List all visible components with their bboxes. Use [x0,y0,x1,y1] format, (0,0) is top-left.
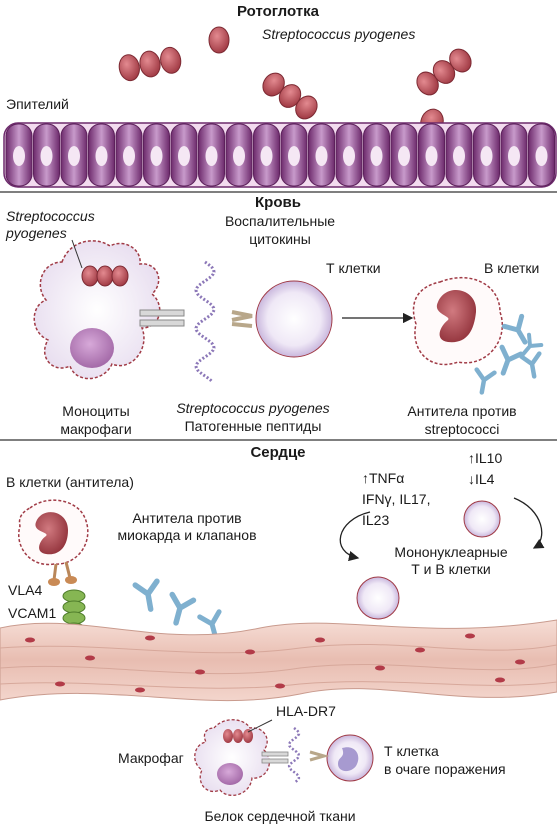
antibody [519,351,542,379]
antibody [501,313,528,345]
t-cell-lesion-label-1: Т клетка [384,743,439,759]
muscle-nucleus [315,637,325,643]
mononuclear-label-1: Мононуклеарные [394,544,508,560]
cytokine-ifn-label: IFNγ, IL17, [362,491,431,507]
hla-label: HLA-DR7 [276,703,336,719]
cytokines-label-2: цитокины [249,231,311,247]
antibodies-myocardium-label-1: Антитела против [132,510,242,526]
bacteria-group-top [118,26,472,136]
muscle-nucleus [135,687,145,693]
muscle-nucleus [515,659,525,665]
il4-label: ↓IL4 [468,471,495,487]
cytokine-cycle [339,497,545,562]
section-title-oropharynx: Ротоглотка [237,3,319,20]
muscle-nucleus [245,649,255,655]
t-cell-lesion-label-2: в очаге поражения [384,761,506,777]
muscle-nucleus [85,655,95,661]
antibody [520,332,544,357]
antibody [169,591,197,626]
peptides-label-2: Патогенные пептиды [184,418,322,434]
epithelium-cells [3,122,557,188]
section-title-blood: Кровь [255,194,301,211]
antibody [132,578,160,612]
cytokine-il23-label: IL23 [362,512,390,528]
bacteria-label-blood-2: pyogenes [6,225,67,241]
muscle-nucleus [145,635,155,641]
b-cell-heart [18,499,89,586]
antibodies-streptococci-label-2: streptococci [424,421,500,437]
vla4-label: VLA4 [8,582,43,598]
antibody [197,609,222,641]
monocytes-label-1: Моноциты [62,403,130,419]
vcam1-label: VCAM1 [8,605,57,621]
b-cells-antibodies-label: В клетки (антитела) [6,474,134,490]
pathogenic-peptide [194,260,216,384]
cardiac-protein-label: Белок сердечной ткани [204,808,356,824]
muscle-nucleus [465,633,475,639]
muscle-nucleus [415,647,425,653]
b-cells-label: В клетки [484,260,540,276]
bacteria-label-top: Streptococcus pyogenes [262,26,416,42]
il10-label: ↑IL10 [468,450,503,466]
monocytes-label-2: макрофаги [60,421,132,437]
antibody [474,367,497,395]
antibodies-blood [474,313,544,395]
mononuclear-cell [356,576,400,620]
bacteria-label-blood-1: Streptococcus [6,208,95,224]
monocyte-macrophage [33,240,185,380]
bacteria-pointer-line [71,239,83,269]
mononuclear-label-2: Т и В клетки [411,561,491,577]
cytokines-label-1: Воспалительные [224,213,336,229]
muscle-nucleus [275,683,285,689]
antibodies-streptococci-label-1: Антитела против [407,403,517,419]
antibodies-myocardium-label-2: миокарда и клапанов [117,527,257,543]
section-title-heart: Сердце [250,444,306,461]
muscle-nucleus [25,637,35,643]
b-cell-blood [412,277,503,366]
muscle-nucleus [375,665,385,671]
antibody [499,344,524,376]
muscle-nucleus [495,677,505,683]
epithelium-label: Эпителий [6,96,69,112]
muscle-nucleus [55,681,65,687]
t-cell-blood [231,280,333,358]
cardiac-peptide [287,726,301,783]
t-cell-lesion [309,734,374,782]
heart-muscle-tissue [0,619,557,702]
cytokine-tnf-label: ↑TNFα [362,470,405,486]
antibodies-heart [132,578,222,641]
t-cells-label: Т клетки [326,260,381,276]
hla-pointer-line [247,719,273,733]
macrophage-heart [194,719,289,796]
peptides-label-1: Streptococcus pyogenes [176,400,330,416]
muscle-nucleus [195,669,205,675]
macrophage-label: Макрофаг [118,750,184,766]
